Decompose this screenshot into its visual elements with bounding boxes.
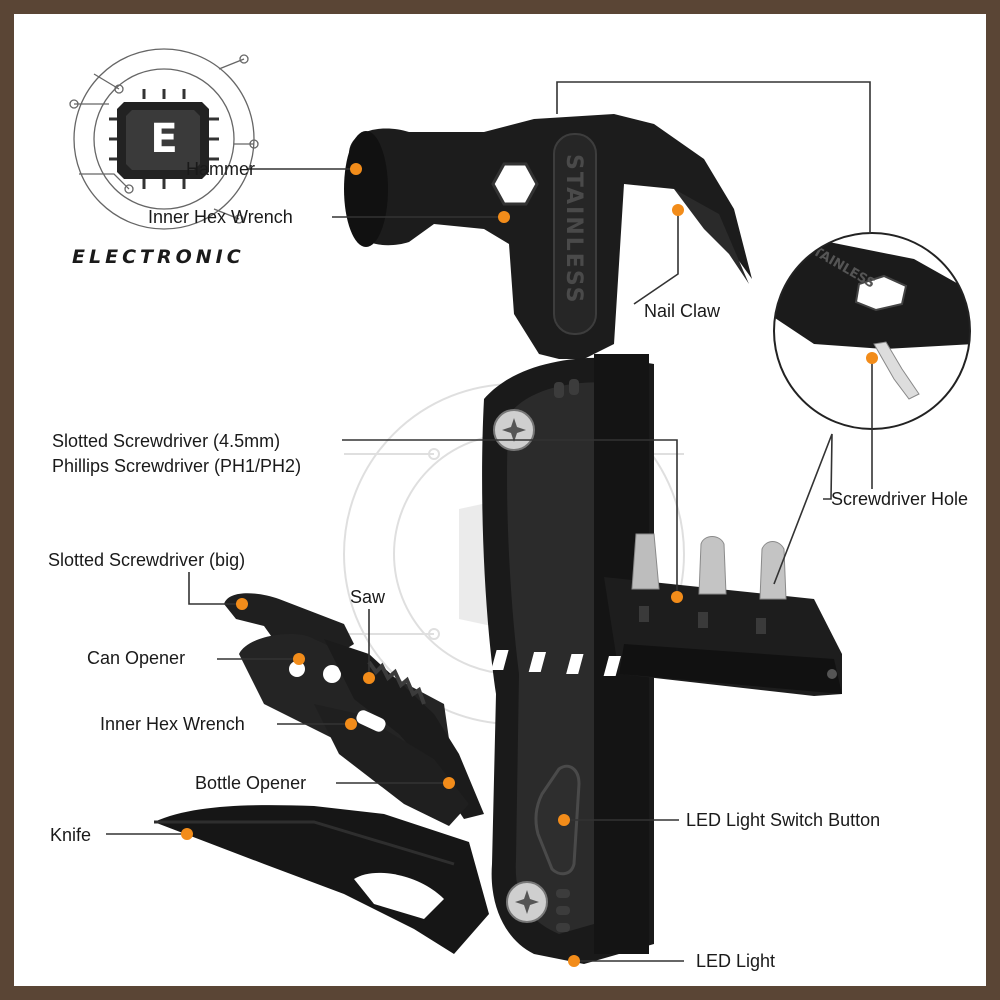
bottle-opener	[314, 704, 469, 826]
screwdriver-bits	[631, 533, 787, 600]
hammer-face	[344, 131, 388, 247]
label-nail-claw: Nail Claw	[644, 301, 721, 321]
led-switch-button	[534, 764, 581, 876]
marker-hammer	[350, 163, 362, 175]
label-phillips-screwdriver: Phillips Screwdriver (PH1/PH2)	[52, 456, 302, 476]
marker-hex-wrench-top	[498, 211, 510, 223]
marker-hex-wrench-bottom	[345, 718, 357, 730]
label-knife: Knife	[50, 825, 92, 845]
label-led-switch: LED Light Switch Button	[686, 810, 881, 830]
marker-led-light	[568, 955, 580, 967]
screwdriver-hole-inset: STAINLESS	[773, 232, 971, 430]
label-led-light: LED Light	[696, 951, 776, 971]
stainless-plate	[553, 133, 597, 335]
marker-knife	[181, 828, 193, 840]
label-slotted-screwdriver-big: Slotted Screwdriver (big)	[48, 550, 246, 570]
marker-screwdriver-hole	[866, 352, 878, 364]
marker-can-opener	[293, 653, 305, 665]
label-hammer: Hammer	[186, 159, 256, 179]
label-screwdriver-hole: Screwdriver Hole	[831, 489, 969, 509]
brand-logo	[69, 48, 259, 230]
label-saw: Saw	[350, 587, 386, 607]
label-bottle-opener: Bottle Opener	[195, 773, 307, 793]
knife-blade	[154, 805, 489, 954]
marker-bottle-opener	[443, 777, 455, 789]
marker-slotted-big	[236, 598, 248, 610]
label-slotted-screwdriver-small: Slotted Screwdriver (4.5mm)	[52, 431, 281, 451]
marker-bits	[671, 591, 683, 603]
label-inner-hex-wrench-bottom: Inner Hex Wrench	[100, 714, 245, 734]
label-can-opener: Can Opener	[87, 648, 186, 668]
brand-name: ELECTRONIC	[72, 246, 245, 268]
product-illustration: E E ELECTRONIC STAINLESS	[14, 14, 986, 986]
logo-letter: E	[150, 116, 178, 162]
stainless-engraving: STAINLESS	[561, 154, 586, 305]
hex-hole-top	[491, 162, 539, 206]
marker-saw	[363, 672, 375, 684]
marker-nail-claw	[672, 204, 684, 216]
multitool-image: STAINLESS	[106, 81, 971, 967]
label-inner-hex-wrench-top: Inner Hex Wrench	[148, 207, 293, 227]
marker-led-switch	[558, 814, 570, 826]
hammer-head	[349, 114, 752, 359]
